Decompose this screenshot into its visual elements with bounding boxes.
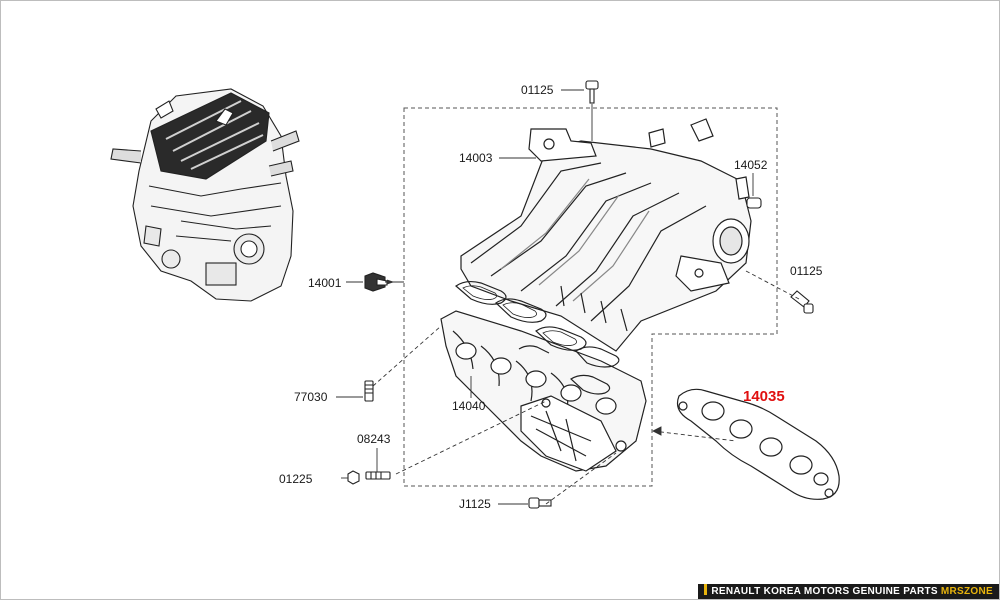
callout-01125-right: 01125 <box>790 264 823 278</box>
callout-14035-highlighted: 14035 <box>743 388 785 405</box>
engine-overview-illustration <box>110 88 300 302</box>
bolt-J1125 <box>528 497 552 509</box>
callout-01225: 01225 <box>279 472 313 486</box>
callout-01125-top: 01125 <box>521 83 554 97</box>
assembly-frame <box>403 107 778 487</box>
stud-08243 <box>365 471 391 480</box>
bolt-01125-top <box>585 80 599 104</box>
nut-01225 <box>347 470 360 485</box>
upper-intake-manifold <box>460 118 752 352</box>
lower-intake-manifold <box>440 310 647 472</box>
callout-14052: 14052 <box>734 158 768 172</box>
intake-gaskets <box>455 280 620 395</box>
sensor-14052 <box>746 197 762 209</box>
stud-77030 <box>364 380 374 402</box>
callout-14001: 14001 <box>308 276 342 290</box>
footer-accent-bar <box>704 584 708 595</box>
callout-08243: 08243 <box>357 432 391 446</box>
callout-J1125: J1125 <box>459 497 491 511</box>
callout-14003: 14003 <box>459 151 493 165</box>
callout-14040: 14040 <box>452 399 486 413</box>
footer-zone: MRSZONE <box>940 586 993 597</box>
footer-brand: RENAULT KOREA MOTORS GENUINE PARTS <box>711 586 938 597</box>
throttle-gasket-14035 <box>676 388 840 500</box>
bolt-01125-right <box>790 290 814 314</box>
clip-14001 <box>364 272 388 292</box>
leader-lines <box>336 89 800 505</box>
callout-77030: 77030 <box>294 390 328 404</box>
